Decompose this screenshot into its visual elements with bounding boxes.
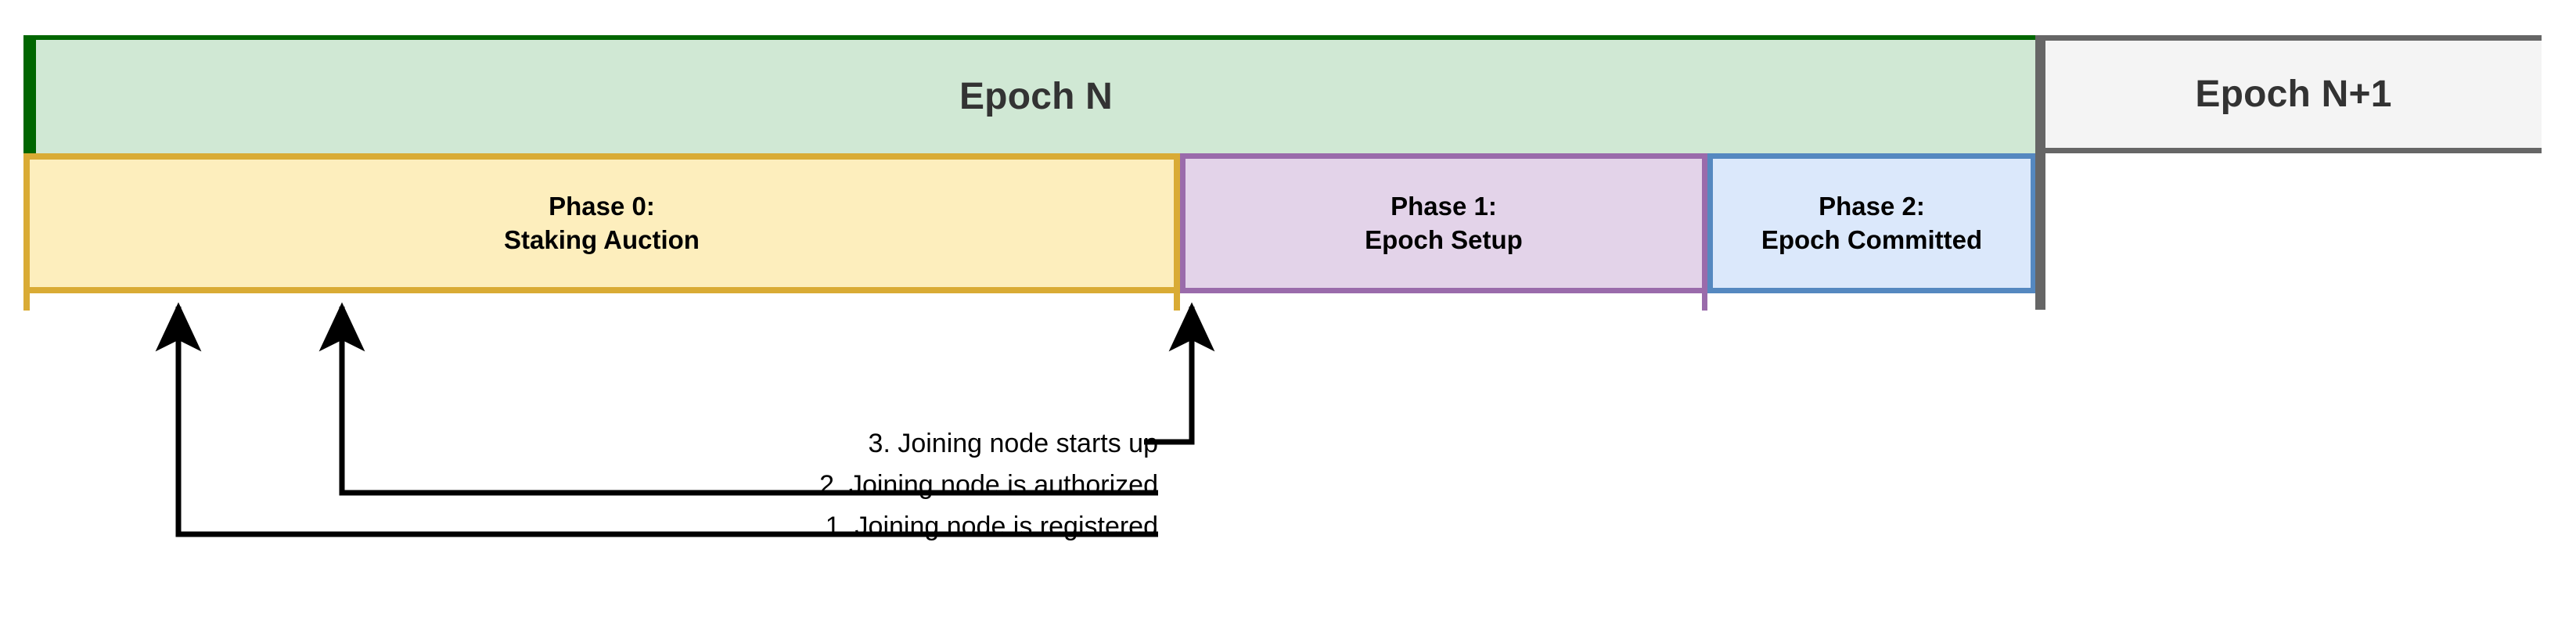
phase-0-subtitle: Staking Auction xyxy=(504,224,700,254)
phase-1-title: Phase 1: xyxy=(1391,192,1497,221)
epoch-boundary-divider xyxy=(2035,35,2045,310)
annotation-note-3: 3. Joining node starts up xyxy=(868,429,1158,458)
phase-0-end-tick xyxy=(1174,293,1180,311)
phase-0-title: Phase 0: xyxy=(549,192,655,221)
phase-0-start-tick xyxy=(23,293,30,311)
phase-1-subtitle: Epoch Setup xyxy=(1365,224,1523,254)
epoch-n-box: Epoch N xyxy=(23,35,2036,153)
phase-1-end-tick xyxy=(1702,293,1707,311)
annotation-note-2: 2. Joining node is authorized xyxy=(819,470,1158,500)
epoch-n-plus-1-box: Epoch N+1 xyxy=(2045,35,2542,153)
phase-2-subtitle: Epoch Committed xyxy=(1761,224,1983,254)
leader-line-note-3 xyxy=(1144,302,1215,445)
leader-line-note-2 xyxy=(318,302,1158,496)
phase-1-box: Phase 1: Epoch Setup xyxy=(1180,153,1707,293)
epoch-n-plus-1-label: Epoch N+1 xyxy=(2195,74,2392,115)
phase-2-box: Phase 2: Epoch Committed xyxy=(1707,153,2036,293)
annotation-note-1: 1. Joining node is registered xyxy=(825,512,1158,541)
epoch-n-label: Epoch N xyxy=(959,76,1114,117)
phase-2-title: Phase 2: xyxy=(1819,192,1925,221)
phase-0-box: Phase 0: Staking Auction xyxy=(23,153,1180,293)
